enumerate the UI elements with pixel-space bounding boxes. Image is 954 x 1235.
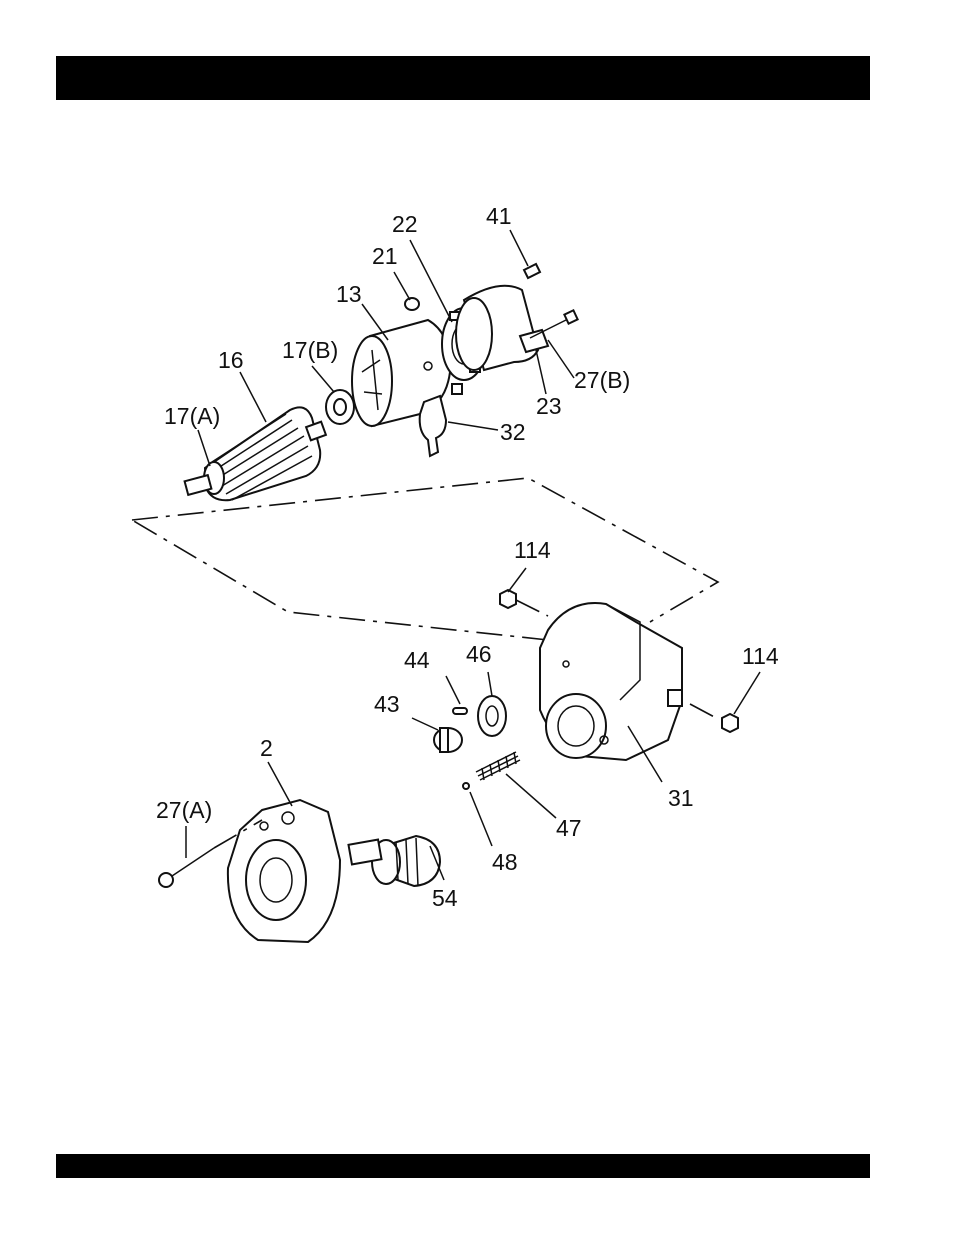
label-32: 32 (500, 419, 526, 445)
end-cover-23 (456, 286, 548, 370)
label-44: 44 (404, 647, 430, 673)
label-17a: 17(A) (164, 403, 220, 429)
label-22: 22 (392, 211, 418, 237)
label-17b: 17(B) (282, 337, 338, 363)
assembly-dashed-outline (132, 478, 718, 640)
screw-41 (524, 264, 540, 278)
nut-114-right (722, 714, 738, 732)
label-16: 16 (218, 347, 244, 373)
label-27a: 27(A) (156, 797, 212, 823)
label-43: 43 (374, 691, 400, 717)
label-27b: 27(B) (574, 367, 630, 393)
clutch-54 (348, 836, 440, 886)
pin-44 (453, 708, 467, 714)
label-114-right: 114 (742, 643, 779, 669)
label-23: 23 (536, 393, 562, 419)
label-54: 54 (432, 885, 458, 911)
front-housing-2 (228, 800, 340, 942)
label-114-left: 114 (514, 537, 551, 563)
label-47: 47 (556, 815, 582, 841)
label-21: 21 (372, 243, 398, 269)
label-2: 2 (260, 735, 273, 761)
nut-114-left (500, 590, 516, 608)
spring-47 (476, 752, 520, 780)
label-48: 48 (492, 849, 518, 875)
label-41: 41 (486, 203, 512, 229)
idler-gear-46 (478, 696, 506, 736)
gear-case-31 (540, 603, 682, 760)
label-46: 46 (466, 641, 492, 667)
ball-48 (463, 783, 469, 789)
idler-holder-43 (434, 728, 462, 752)
bearing-17b (326, 390, 354, 424)
through-bolt-27b (530, 310, 578, 338)
washer-21 (405, 298, 419, 310)
brush-plate-32 (420, 396, 446, 456)
label-31: 31 (668, 785, 694, 811)
label-13: 13 (336, 281, 362, 307)
